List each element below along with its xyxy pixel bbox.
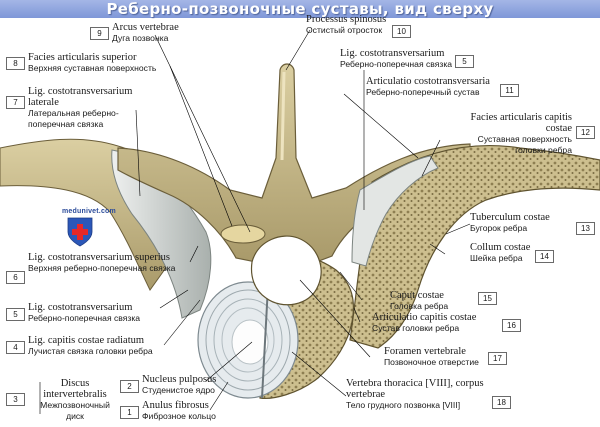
label-number-3: 3 [6, 393, 25, 406]
label-number-5-bottom: 5 [6, 308, 25, 321]
vertebral-foramen [250, 235, 322, 306]
label-number-18: 18 [492, 396, 511, 409]
label-number-15: 15 [478, 292, 497, 305]
right-ligament [351, 155, 439, 267]
right-rib [349, 145, 600, 349]
nucleus-pulposus [231, 319, 269, 365]
label-number-8: 8 [6, 57, 25, 70]
label-number-17: 17 [488, 352, 507, 365]
label-number-9: 9 [90, 27, 109, 40]
label-number-5-top: 5 [455, 55, 474, 68]
label-number-2: 2 [120, 380, 139, 393]
superior-articular-facet [220, 224, 266, 244]
label-number-10: 10 [392, 25, 411, 38]
label-number-12: 12 [576, 126, 595, 139]
page-title: Реберно-позвоночные суставы, вид сверху [106, 0, 494, 18]
label-number-7: 7 [6, 96, 25, 109]
label-number-1: 1 [120, 406, 139, 419]
label-number-13: 13 [576, 222, 595, 235]
label-vertebra-thoracica: Vertebra thoracica [VIII], corpus verteb… [346, 378, 484, 410]
label-number-14: 14 [535, 250, 554, 263]
logo-text: medunivet.com [62, 208, 116, 215]
label-number-4: 4 [6, 341, 25, 354]
label-number-6: 6 [6, 271, 25, 284]
label-number-16: 16 [502, 319, 521, 332]
title-bar [0, 0, 600, 18]
label-number-11: 11 [500, 84, 519, 97]
